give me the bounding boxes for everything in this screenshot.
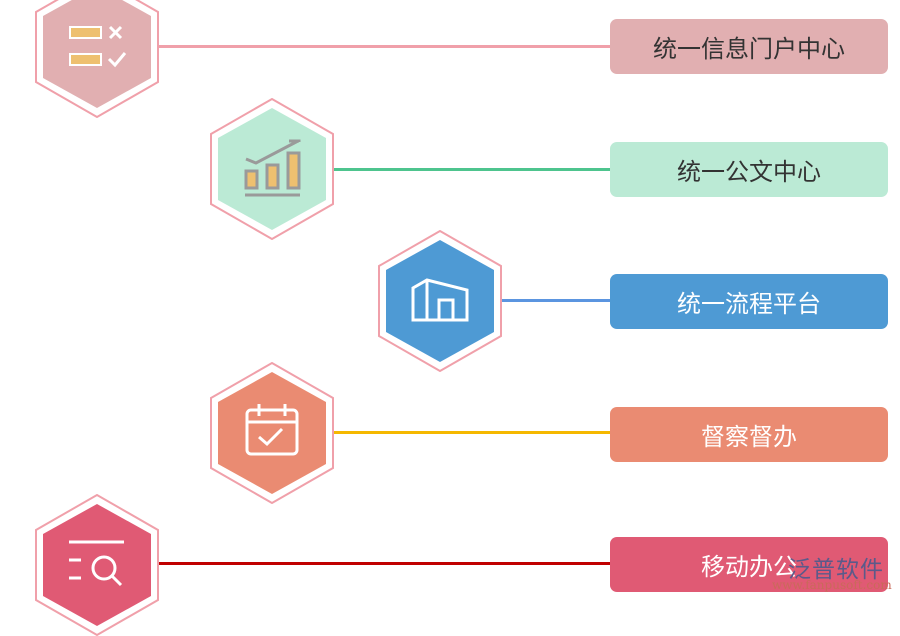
hex-document <box>210 98 334 240</box>
checklist-icon <box>69 25 127 68</box>
hex-mobile <box>35 494 159 636</box>
item-document[interactable]: 统一公文中心 <box>610 142 888 197</box>
hex-workflow <box>378 230 502 372</box>
calendar-check-icon <box>245 404 299 456</box>
warehouse-icon <box>411 278 469 322</box>
item-portal[interactable]: 统一信息门户中心 <box>610 19 888 74</box>
watermark-brand: 泛普软件 <box>788 557 884 583</box>
line-5 <box>158 562 610 565</box>
item-workflow[interactable]: 统一流程平台 <box>610 274 888 329</box>
hex-supervision <box>210 362 334 504</box>
item-supervision[interactable]: 督察督办 <box>610 407 888 462</box>
item-mobile[interactable]: 移动办公 <box>610 537 888 592</box>
growth-chart-icon <box>244 139 301 197</box>
line-2 <box>333 168 610 171</box>
line-1 <box>158 45 610 48</box>
hex-portal <box>35 0 159 118</box>
watermark-url: www.fanpusoft.com <box>772 578 892 592</box>
line-4 <box>333 431 610 434</box>
search-list-icon <box>69 540 124 587</box>
watermark: 泛普软件 www.fanpusoft.com <box>770 548 895 598</box>
line-3 <box>500 299 610 302</box>
